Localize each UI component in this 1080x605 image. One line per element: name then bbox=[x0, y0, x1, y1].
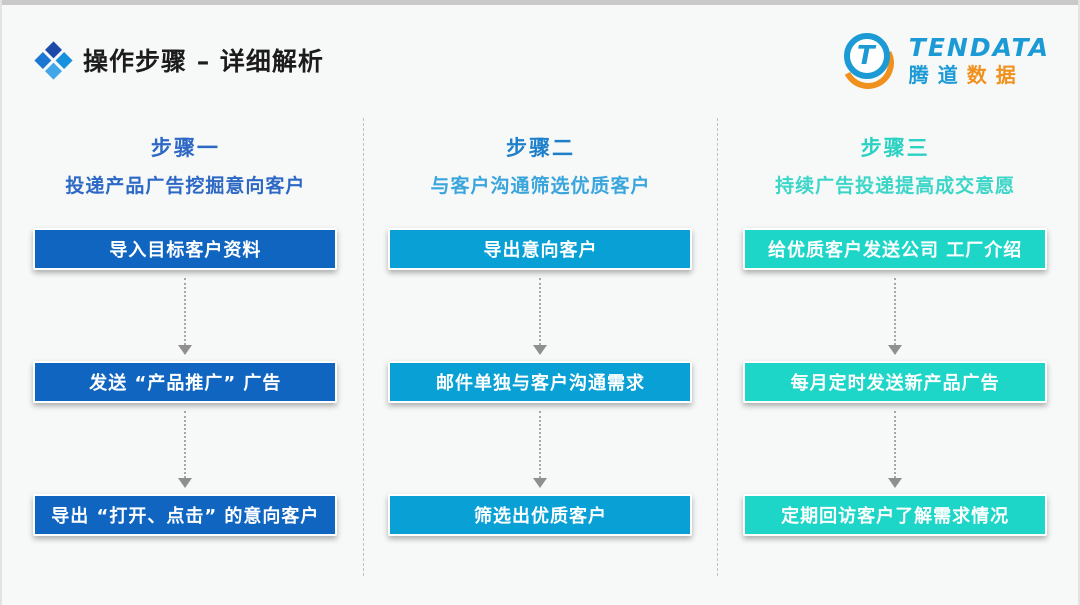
step-subtitle: 持续广告投递提高成交意愿 bbox=[775, 175, 1016, 197]
arrow-head bbox=[178, 345, 193, 355]
down-arrow-icon bbox=[885, 403, 905, 494]
down-arrow-icon bbox=[530, 270, 550, 361]
flow-box: 筛选出优质客户 bbox=[388, 494, 693, 536]
flow-box: 导出意向客户 bbox=[388, 228, 693, 270]
logo-ring: T bbox=[843, 33, 890, 79]
steps-area: 步骤一 投递产品广告挖掘意向客户 导入目标客户资料 发送 “产品推广” 广告 导… bbox=[8, 118, 1072, 576]
flow-box: 导入目标客户资料 bbox=[33, 228, 338, 270]
arrow-head bbox=[888, 345, 903, 355]
logo-cn-blue: 腾道 bbox=[908, 63, 967, 88]
step-subtitle: 与客户沟通筛选优质客户 bbox=[430, 175, 651, 197]
page-title: 操作步骤 – 详细解析 bbox=[83, 47, 324, 76]
logo-brand-name-cn: 腾道数据 bbox=[909, 64, 1050, 86]
flow-box: 导出 “打开、点击” 的意向客户 bbox=[33, 494, 338, 536]
arrow-stem bbox=[539, 278, 542, 345]
step-subtitle: 投递产品广告挖掘意向客户 bbox=[65, 175, 306, 197]
arrow-stem bbox=[184, 411, 187, 478]
arrow-stem bbox=[894, 278, 897, 345]
logo-brand-name: TENDATA bbox=[908, 32, 1050, 62]
step-title: 步骤三 bbox=[860, 136, 930, 160]
step-column-1: 步骤一 投递产品广告挖掘意向客户 导入目标客户资料 发送 “产品推广” 广告 导… bbox=[8, 118, 363, 576]
down-arrow-icon bbox=[175, 270, 195, 361]
arrow-stem bbox=[184, 278, 187, 345]
flow-chart: 导出意向客户 邮件单独与客户沟通需求 筛选出优质客户 bbox=[364, 228, 718, 536]
step-column-2: 步骤二 与客户沟通筛选优质客户 导出意向客户 邮件单独与客户沟通需求 筛选出优质… bbox=[362, 118, 718, 576]
slide-header: 操作步骤 – 详细解析 T TENDATA 腾道数据 bbox=[2, 20, 1078, 100]
down-arrow-icon bbox=[885, 270, 905, 361]
flow-box: 定期回访客户了解需求情况 bbox=[743, 494, 1048, 536]
flow-box: 每月定时发送新产品广告 bbox=[743, 361, 1048, 403]
arrow-head bbox=[888, 478, 903, 488]
flow-chart: 给优质客户发送公司 工厂介绍 每月定时发送新产品广告 定期回访客户了解需求情况 bbox=[718, 228, 1072, 536]
step-column-3: 步骤三 持续广告投递提高成交意愿 给优质客户发送公司 工厂介绍 每月定时发送新产… bbox=[717, 118, 1072, 576]
tendata-logo-icon: T bbox=[835, 30, 901, 96]
down-arrow-icon bbox=[175, 403, 195, 494]
diamond-sky-blue bbox=[55, 51, 73, 69]
flow-box: 给优质客户发送公司 工厂介绍 bbox=[743, 228, 1048, 270]
title-block: 操作步骤 – 详细解析 bbox=[34, 40, 324, 80]
flow-chart: 导入目标客户资料 发送 “产品推广” 广告 导出 “打开、点击” 的意向客户 bbox=[8, 228, 363, 536]
step-title: 步骤一 bbox=[150, 136, 220, 160]
top-strip bbox=[2, 0, 1078, 5]
arrow-head bbox=[178, 478, 193, 488]
arrow-head bbox=[533, 478, 548, 488]
arrow-stem bbox=[539, 411, 542, 478]
tendata-logo: T TENDATA 腾道数据 bbox=[835, 30, 1050, 96]
arrow-head bbox=[533, 345, 548, 355]
down-arrow-icon bbox=[530, 403, 550, 494]
flow-box: 发送 “产品推广” 广告 bbox=[33, 361, 338, 403]
step-title: 步骤二 bbox=[505, 136, 575, 160]
flow-box: 邮件单独与客户沟通需求 bbox=[388, 361, 693, 403]
logo-text: TENDATA 腾道数据 bbox=[909, 34, 1050, 87]
four-diamonds-icon bbox=[34, 40, 73, 80]
logo-letter-mark: T bbox=[856, 41, 875, 71]
arrow-stem bbox=[894, 411, 897, 478]
logo-cn-orange: 数据 bbox=[966, 63, 1025, 88]
